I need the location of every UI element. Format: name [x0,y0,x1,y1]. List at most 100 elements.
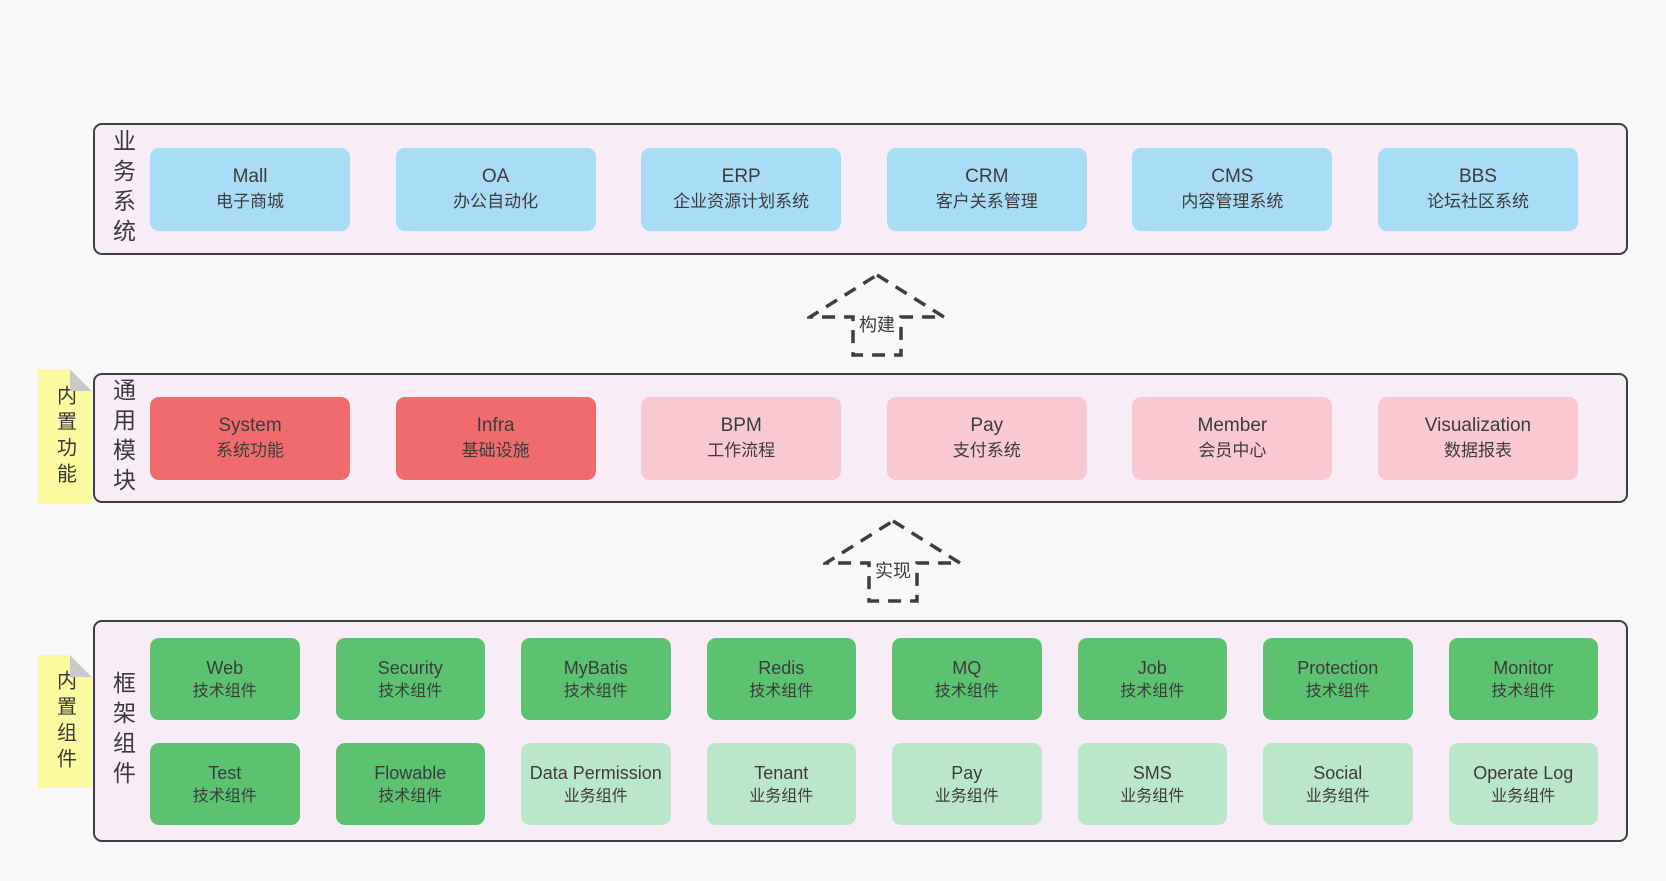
box-name: Pay [970,415,1004,436]
framework-components-grid: Web 技术组件 Security 技术组件 MyBatis 技术组件 Redi… [150,622,1626,840]
box-desc: 企业资源计划系统 [673,192,810,211]
box-name: Monitor [1493,657,1554,678]
box-pay-business: Pay 业务组件 [892,743,1042,825]
box-bpm: BPM 工作流程 [641,396,842,480]
box-infra: Infra 基础设施 [395,396,596,480]
box-desc: 办公自动化 [453,192,539,211]
box-name: Pay [951,762,983,783]
box-cms: CMS 内容管理系统 [1132,147,1333,231]
layer-framework-components: 框架组件 Web 技术组件 Security 技术组件 MyBatis 技术组件… [93,620,1628,842]
box-name: Data Permission [529,762,662,783]
layer-business-systems-label: 业务系统 [109,129,136,249]
box-name: CMS [1211,166,1254,187]
box-name: Flowable [374,762,447,783]
box-mq: MQ 技术组件 [892,638,1042,720]
box-data-permission: Data Permission 业务组件 [521,743,671,825]
box-desc: 业务组件 [1305,787,1370,805]
layer-framework-components-label: 框架组件 [109,671,136,791]
box-system: System 系统功能 [150,396,350,480]
sticky-built-in-functions: 内置功能 [38,369,92,504]
sticky-built-in-functions-label: 内置功能 [53,384,76,489]
box-visualization: Visualization 数据报表 [1377,396,1578,480]
box-desc: 数据报表 [1443,441,1512,460]
box-desc: 电子商城 [216,192,284,211]
box-name: CRM [965,166,1009,187]
arrow-build: 构建 [807,272,947,358]
box-security: Security 技术组件 [335,638,485,720]
box-pay: Pay 支付系统 [886,396,1087,480]
box-name: OA [481,166,510,187]
box-desc: 技术组件 [1120,682,1185,700]
box-name: MQ [952,657,982,678]
common-modules-row: System 系统功能 Infra 基础设施 BPM 工作流程 Pay 支付系统… [150,375,1626,501]
box-crm: CRM 客户关系管理 [886,147,1087,231]
box-name: SMS [1132,762,1172,783]
box-operate-log: Operate Log 业务组件 [1448,743,1598,825]
box-name: MyBatis [563,657,628,678]
box-desc: 客户关系管理 [935,192,1038,211]
box-desc: 业务组件 [749,787,814,805]
box-name: BPM [720,415,762,436]
box-desc: 业务组件 [1491,787,1556,805]
box-desc: 技术组件 [934,682,999,700]
box-desc: 内容管理系统 [1181,192,1284,211]
box-name: Protection [1297,657,1379,678]
box-protection: Protection 技术组件 [1263,638,1413,720]
box-name: Operate Log [1473,762,1574,783]
box-name: Social [1313,762,1363,783]
box-name: ERP [721,166,761,187]
layer-business-systems: 业务系统 Mall 电子商城 OA 办公自动化 ERP 企业资源计划系统 CRM… [93,123,1628,255]
box-desc: 技术组件 [192,787,257,805]
layer-common-modules: 通用模块 System 系统功能 Infra 基础设施 BPM 工作流程 Pay… [93,373,1628,503]
box-flowable: Flowable 技术组件 [335,743,485,825]
layer-common-modules-label: 通用模块 [109,378,136,498]
box-social: Social 业务组件 [1263,743,1413,825]
sticky-built-in-components-label: 内置组件 [53,669,76,774]
box-member: Member 会员中心 [1132,396,1333,480]
box-bbs: BBS 论坛社区系统 [1377,147,1578,231]
box-desc: 会员中心 [1198,441,1267,460]
box-name: Test [208,762,242,783]
box-name: System [218,415,282,436]
box-desc: 工作流程 [707,441,776,460]
box-name: Web [206,657,244,678]
sticky-built-in-components: 内置组件 [38,655,92,788]
box-desc: 基础设施 [461,441,530,460]
block-arrow-up-icon [823,518,963,603]
arrow-implement-label: 实现 [871,556,915,584]
box-desc: 业务组件 [934,787,999,805]
box-name: Job [1137,657,1167,678]
box-desc: 技术组件 [563,682,628,700]
box-redis: Redis 技术组件 [706,638,856,720]
box-desc: 业务组件 [1120,787,1185,805]
box-desc: 技术组件 [749,682,814,700]
box-oa: OA 办公自动化 [395,147,596,231]
box-monitor: Monitor 技术组件 [1448,638,1598,720]
box-desc: 技术组件 [192,682,257,700]
box-erp: ERP 企业资源计划系统 [641,147,842,231]
box-name: BBS [1458,166,1497,187]
box-desc: 技术组件 [378,787,443,805]
box-mall: Mall 电子商城 [150,147,350,231]
business-systems-row: Mall 电子商城 OA 办公自动化 ERP 企业资源计划系统 CRM 客户关系… [150,125,1626,253]
box-test: Test 技术组件 [150,743,300,825]
box-mybatis: MyBatis 技术组件 [521,638,671,720]
box-desc: 技术组件 [378,682,443,700]
box-name: Infra [476,415,515,436]
block-arrow-up-icon [807,272,947,357]
box-name: Mall [232,166,268,187]
box-name: Visualization [1424,415,1532,436]
arrow-implement: 实现 [823,518,963,604]
arrow-build-label: 构建 [855,310,899,338]
box-name: Redis [758,657,805,678]
box-desc: 业务组件 [563,787,628,805]
box-sms: SMS 业务组件 [1077,743,1227,825]
box-desc: 系统功能 [216,441,284,460]
box-web: Web 技术组件 [150,638,300,720]
box-desc: 技术组件 [1491,682,1556,700]
box-job: Job 技术组件 [1077,638,1227,720]
box-name: Member [1197,415,1268,436]
box-tenant: Tenant 业务组件 [706,743,856,825]
box-name: Security [377,657,443,678]
box-desc: 论坛社区系统 [1426,192,1529,211]
